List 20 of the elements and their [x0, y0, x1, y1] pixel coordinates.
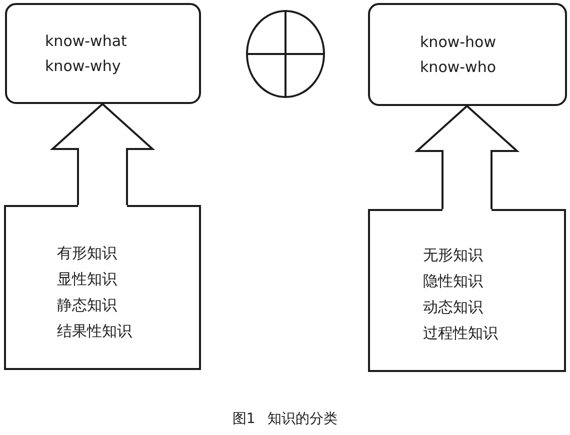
node-label: 隐性知识: [423, 270, 483, 292]
node-label: know-what: [45, 30, 127, 52]
node-label: 显性知识: [57, 268, 117, 290]
figure-caption: 图1 知识的分类: [232, 410, 338, 428]
node-label: 过程性知识: [423, 322, 498, 344]
node-label: 静态知识: [57, 294, 117, 316]
node-label: 结果性知识: [57, 320, 132, 342]
node-label: know-why: [45, 56, 121, 76]
node-label: know-how: [420, 32, 496, 52]
process-box: [368, 209, 566, 372]
block-arrow: [52, 103, 154, 206]
node-label: 有形知识: [57, 242, 117, 264]
node-label: know-who: [420, 56, 496, 78]
node-label: 动态知识: [423, 296, 483, 318]
process-box: [4, 205, 201, 370]
rounded-box: [368, 3, 567, 106]
node-label: 无形知识: [423, 244, 483, 266]
rounded-box: [5, 3, 201, 104]
block-arrow: [416, 105, 518, 210]
crossed-circle-symbol: [246, 10, 325, 98]
